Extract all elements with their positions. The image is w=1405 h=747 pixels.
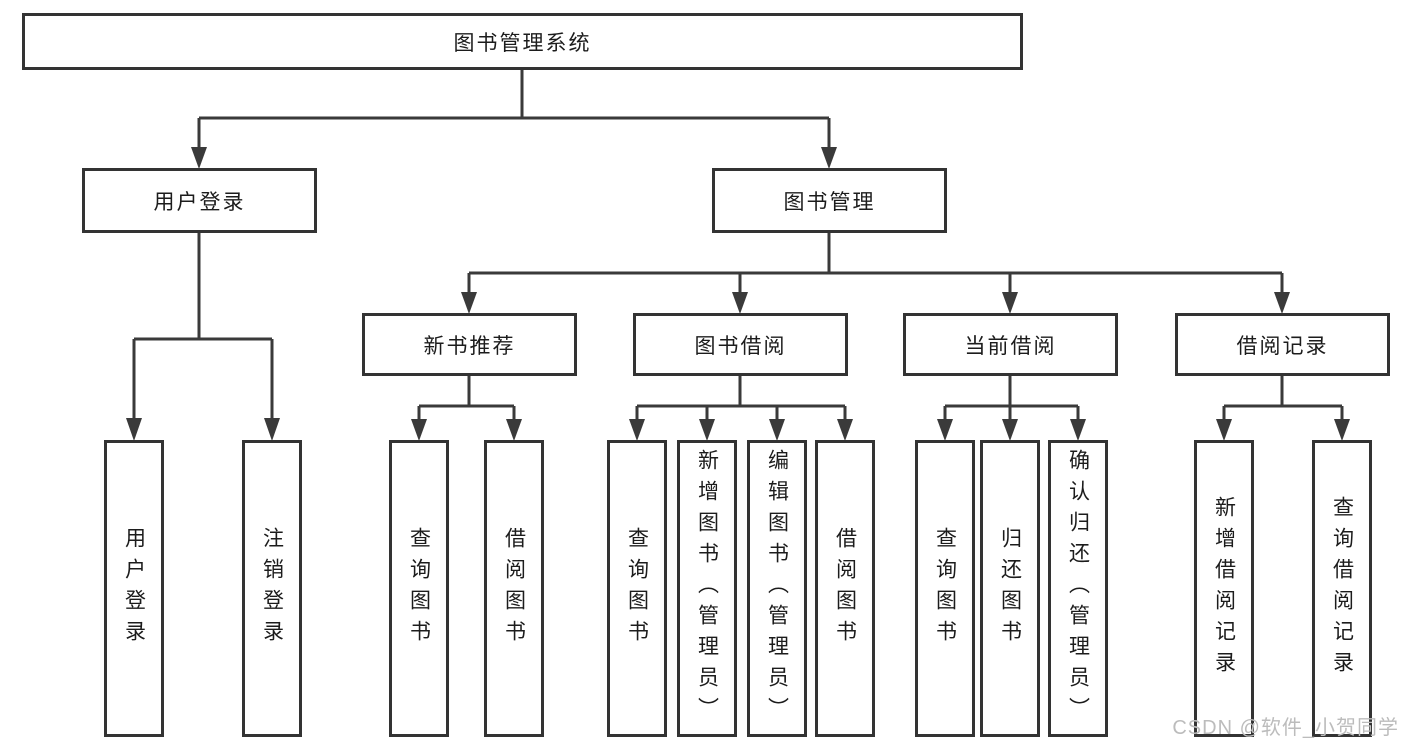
node-current-borrowing: 当前借阅	[903, 313, 1118, 376]
leaf-borrow-books-borrow: 借阅图书	[815, 440, 875, 737]
connector-root-to-groups	[191, 70, 837, 169]
connector-book-mgmt-to-modules	[461, 233, 1290, 314]
leaf-logout: 注销登录	[242, 440, 302, 737]
leaf-add-borrow-record: 新增借阅记录	[1194, 440, 1254, 737]
connector-borrow-records-to-leaves	[1216, 376, 1350, 441]
connector-book-borrow-to-leaves	[629, 376, 853, 441]
node-borrowing-records: 借阅记录	[1175, 313, 1390, 376]
connector-user-login-to-leaves	[126, 233, 280, 441]
node-new-book-recommend: 新书推荐	[362, 313, 577, 376]
node-book-borrowing: 图书借阅	[633, 313, 848, 376]
leaf-borrow-books-recommend: 借阅图书	[484, 440, 544, 737]
node-root: 图书管理系统	[22, 13, 1023, 70]
leaf-edit-book-admin: 编辑图书（管理员）	[747, 440, 807, 737]
leaf-confirm-return-admin: 确认归还（管理员）	[1048, 440, 1108, 737]
node-book-management: 图书管理	[712, 168, 947, 233]
leaf-query-books-borrow: 查询图书	[607, 440, 667, 737]
leaf-query-borrow-record: 查询借阅记录	[1312, 440, 1372, 737]
node-user-login-group: 用户登录	[82, 168, 317, 233]
leaf-add-book-admin: 新增图书（管理员）	[677, 440, 737, 737]
leaf-return-books: 归还图书	[980, 440, 1040, 737]
leaf-user-login: 用户登录	[104, 440, 164, 737]
watermark: CSDN @软件_小贺同学	[1172, 717, 1399, 739]
leaf-query-books-current: 查询图书	[915, 440, 975, 737]
connector-current-borrow-to-leaves	[937, 376, 1086, 441]
connector-new-book-rec-to-leaves	[411, 376, 522, 441]
leaf-query-books-recommend: 查询图书	[389, 440, 449, 737]
